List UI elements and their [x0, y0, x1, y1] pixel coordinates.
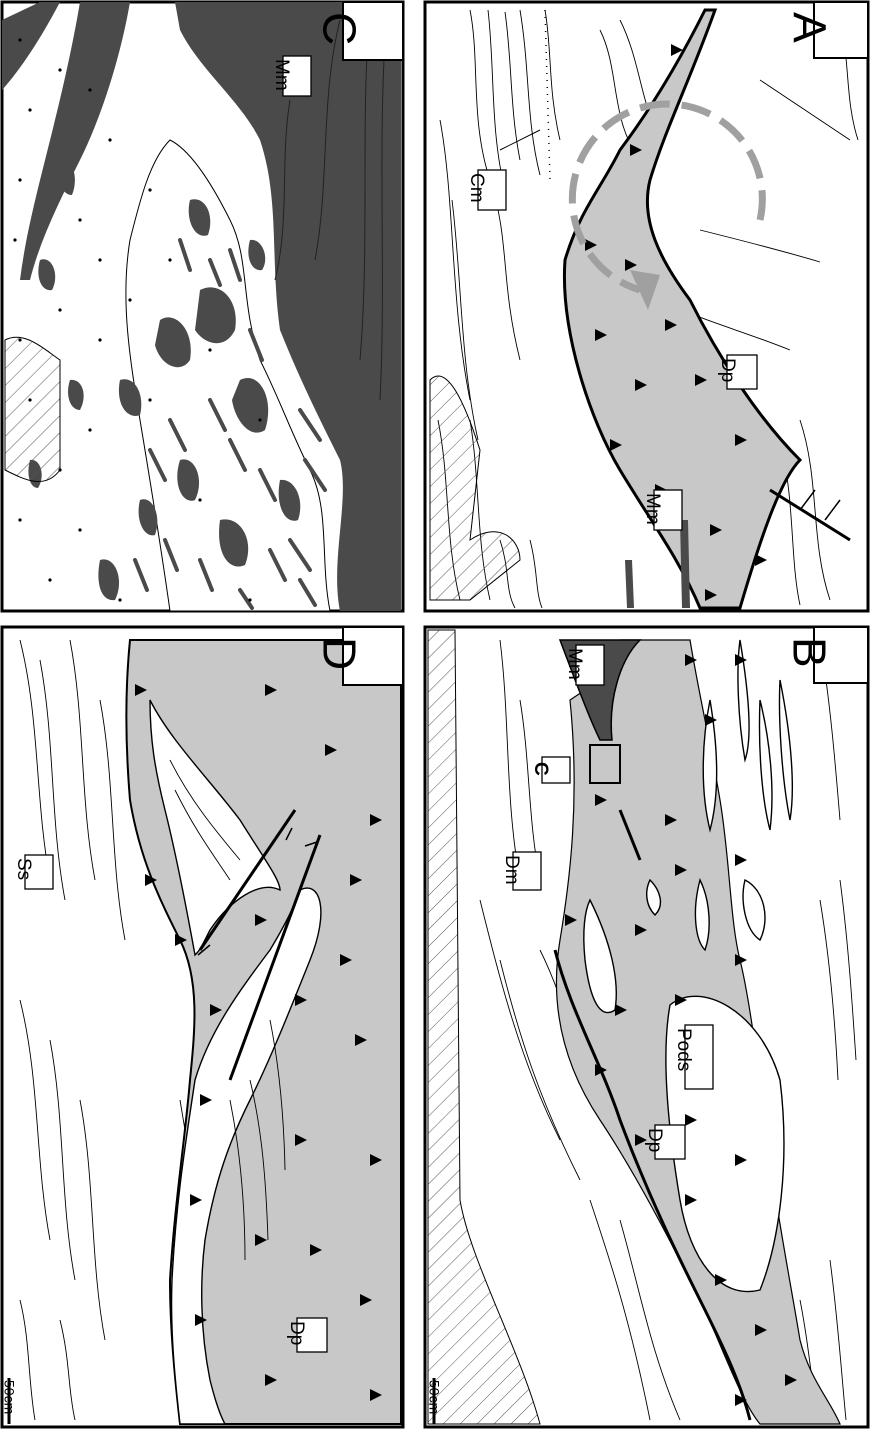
panel-a: A Dp Mm Cm: [425, 2, 868, 611]
panel-b: B Mm C Dm Pods Dp 50cm: [425, 627, 868, 1427]
panel-a-label-mm: Mm: [642, 493, 663, 525]
panel-b-letter: B: [783, 637, 835, 668]
panel-c-label-mm: Mm: [271, 59, 292, 91]
panel-d-scale-label: 50cm: [2, 1380, 18, 1414]
panel-d-label-dp: Dp: [286, 1321, 307, 1345]
panel-a-label-cm: Cm: [466, 173, 487, 203]
panel-d-letter: D: [313, 637, 365, 670]
panel-c-letter: C: [313, 12, 365, 45]
panel-b-label-mm: Mm: [564, 648, 585, 680]
panel-b-scale-label: 50cm: [427, 1380, 443, 1414]
panel-b-label-pods: Pods: [673, 1028, 694, 1071]
panel-b-label-dp: Dp: [644, 1128, 665, 1152]
panel-d-label-ss: Ss: [13, 858, 34, 880]
panel-b-label-c: C: [530, 762, 551, 776]
panel-a-label-dp: Dp: [717, 358, 738, 382]
panel-d: D Ss Dp 50cm: [2, 627, 403, 1427]
panel-b-label-dm: Dm: [501, 855, 522, 885]
panel-a-letter: A: [783, 12, 835, 43]
panel-c: C Mm: [2, 2, 403, 611]
